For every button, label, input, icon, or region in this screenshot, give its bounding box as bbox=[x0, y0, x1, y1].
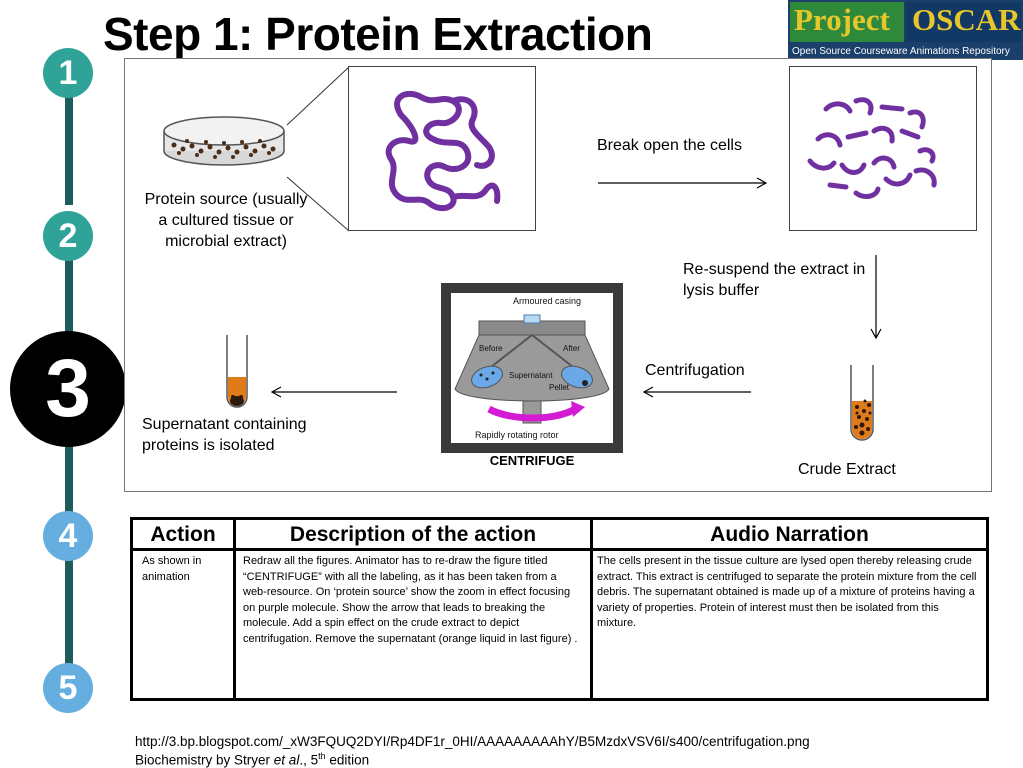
centrifuge-drawing-icon bbox=[454, 314, 610, 424]
action-table: Action Description of the action Audio N… bbox=[130, 517, 989, 701]
logo-word-project: Project bbox=[794, 2, 890, 37]
crude-extract-tube-icon bbox=[850, 365, 874, 441]
reference-book-prefix: Biochemistry by Stryer bbox=[135, 752, 274, 768]
before-label: Before bbox=[479, 344, 503, 353]
rotor-label: Rapidly rotating rotor bbox=[475, 430, 559, 440]
reference-book-et-al: et al bbox=[273, 752, 300, 768]
pellet-label: Pellet bbox=[549, 383, 570, 392]
reference-book-mid: ., 5 bbox=[299, 752, 319, 768]
extraction-diagram: Protein source (usually a cultured tissu… bbox=[124, 58, 992, 492]
step-5-number[interactable]: 5 bbox=[58, 669, 78, 707]
step-4-circle bbox=[43, 511, 93, 561]
reference-book-sup: th bbox=[318, 751, 326, 761]
step-1-number[interactable]: 1 bbox=[58, 54, 78, 92]
header-description: Description of the action bbox=[289, 523, 537, 546]
supernatant-part-label: Supernatant bbox=[509, 371, 553, 380]
supernatant-label: Supernatant containing proteins is isola… bbox=[142, 416, 307, 454]
cell-description: Redraw all the figures. Animator has to … bbox=[243, 555, 578, 645]
reference-book: Biochemistry by Stryer et al., 5th editi… bbox=[135, 751, 369, 768]
centrifugation-label: Centrifugation bbox=[645, 362, 745, 379]
reference-book-suffix: edition bbox=[325, 752, 370, 768]
logo-word-oscar: OSCAR bbox=[912, 2, 1021, 37]
crude-extract-label: Crude Extract bbox=[798, 461, 896, 478]
intact-protein-molecule-icon bbox=[385, 90, 501, 212]
header-narration: Audio Narration bbox=[710, 523, 869, 546]
step-3-number[interactable]: 3 bbox=[45, 343, 91, 434]
page-title: Step 1: Protein Extraction bbox=[103, 8, 653, 60]
logo-tagline: Open Source Courseware Animations Reposi… bbox=[792, 46, 1010, 57]
centrifuge-caption: CENTRIFUGE bbox=[489, 453, 575, 468]
step-2-circle bbox=[43, 211, 93, 261]
centrifuge-figure: Armoured casing Before After Supernatant… bbox=[441, 283, 623, 453]
reference-url[interactable]: http://3.bp.blogspot.com/_xW3FQUQ2DYI/Rp… bbox=[135, 734, 810, 749]
step-3-circle bbox=[10, 331, 126, 447]
process-arrows bbox=[270, 177, 882, 398]
supernatant-tube-icon bbox=[226, 335, 248, 408]
break-cells-label: Break open the cells bbox=[597, 137, 742, 154]
resuspend-label: Re-suspend the extract in lysis buffer bbox=[683, 261, 866, 299]
intact-protein-box bbox=[348, 66, 536, 231]
step-1-circle bbox=[43, 48, 93, 98]
armoured-casing-label: Armoured casing bbox=[513, 296, 582, 306]
header-action: Action bbox=[150, 523, 216, 546]
zoom-lines bbox=[286, 66, 350, 232]
broken-protein-box bbox=[789, 66, 977, 231]
broken-protein-fragments-icon bbox=[807, 97, 937, 199]
step-timeline: 1 2 3 4 5 bbox=[0, 0, 140, 767]
after-label: After bbox=[563, 344, 580, 353]
petri-dish-icon bbox=[163, 116, 285, 166]
step-4-number[interactable]: 4 bbox=[58, 517, 78, 555]
step-5-circle bbox=[43, 663, 93, 713]
cell-narration: The cells present in the tissue culture … bbox=[597, 555, 977, 629]
project-oscar-logo[interactable]: Project OSCAR Open Source Courseware Ani… bbox=[788, 0, 1023, 60]
cell-action: As shown in animation bbox=[142, 555, 202, 583]
step-2-number[interactable]: 2 bbox=[58, 217, 78, 255]
protein-source-label: Protein source (usually a cultured tissu… bbox=[144, 191, 308, 250]
